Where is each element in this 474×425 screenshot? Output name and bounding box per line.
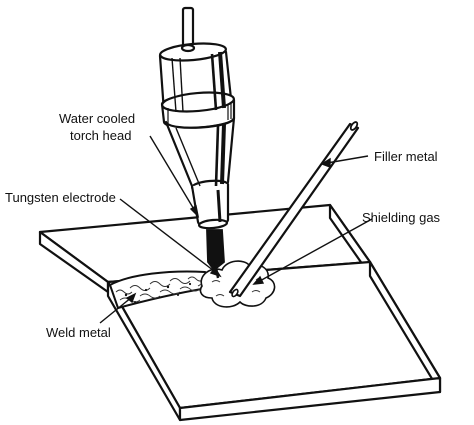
- filler-rod: [228, 121, 360, 298]
- torch-shading: [171, 51, 226, 223]
- label-shielding-gas: Shielding gas: [362, 210, 441, 225]
- collar-hatch: [167, 103, 232, 124]
- weld-bead: [108, 270, 223, 310]
- label-torch-head-line1: Water cooled: [59, 111, 135, 126]
- leader-lines: [99, 135, 373, 324]
- label-torch-head-line2: torch head: [70, 128, 131, 143]
- label-filler-metal: Filler metal: [374, 149, 438, 164]
- label-weld-metal: Weld metal: [46, 325, 111, 340]
- workpiece: [38, 203, 442, 422]
- label-tungsten-electrode: Tungsten electrode: [5, 190, 116, 205]
- front-plate-bottom-edge: [178, 376, 442, 422]
- torch: [158, 6, 236, 230]
